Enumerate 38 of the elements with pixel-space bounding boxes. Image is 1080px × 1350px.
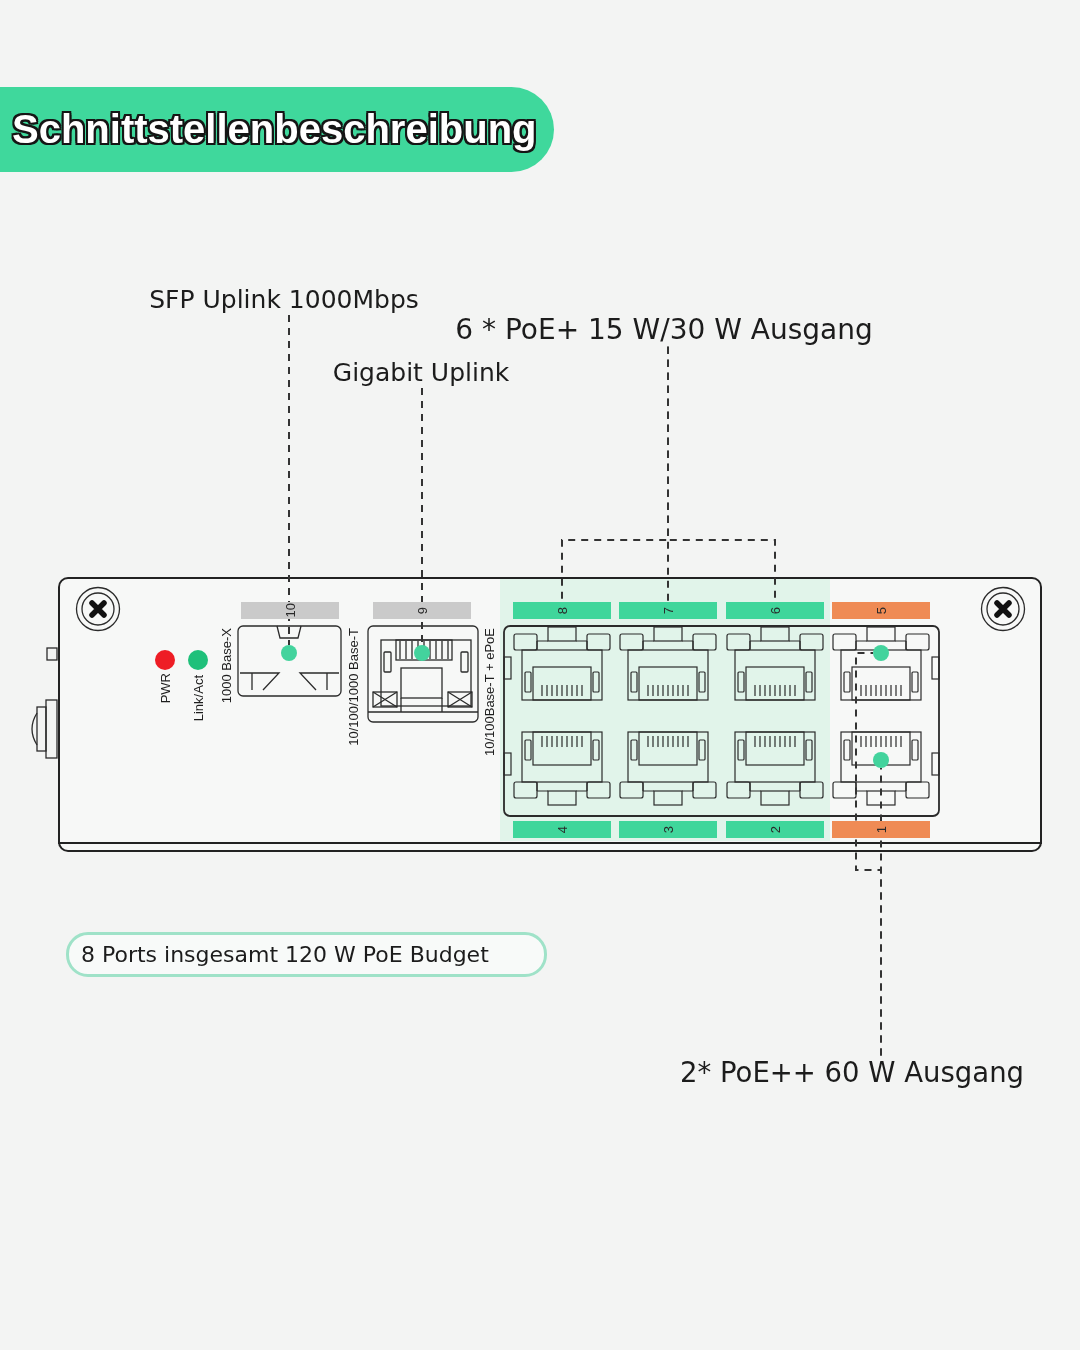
port-number: 2	[768, 825, 782, 834]
port-number: 1	[874, 825, 888, 834]
port-marker-dot	[873, 645, 889, 661]
port-number-tag	[513, 821, 611, 838]
port-number-tag	[619, 821, 717, 838]
port-number-tag	[832, 821, 930, 838]
port-type-label: 1000 Base-X	[219, 628, 233, 704]
port-number-tag	[373, 602, 471, 619]
port-number: 5	[874, 606, 888, 615]
callout-label: 2* PoE++ 60 W Ausgang	[680, 1055, 1024, 1089]
port-number-tag	[726, 602, 824, 619]
port-type-label: 10/100Base-T + ePoE	[482, 628, 496, 757]
budget-note: 8 Ports insgesamt 120 W PoE Budget	[66, 932, 547, 977]
port-number-tag	[241, 602, 339, 619]
led-label: PWR	[158, 673, 172, 704]
port-number-tag	[832, 602, 930, 619]
port-number: 10	[283, 603, 297, 618]
led-label: Link/Act	[191, 675, 205, 722]
port-number: 4	[555, 825, 569, 834]
port-marker-dot	[281, 645, 297, 661]
callout-label: SFP Uplink 1000Mbps	[149, 285, 419, 315]
port-marker-dot	[414, 645, 430, 661]
callout-label: 6 * PoE+ 15 W/30 W Ausgang	[455, 313, 873, 347]
port-number-tag	[619, 602, 717, 619]
port-number: 6	[768, 606, 782, 615]
leader-line	[880, 767, 882, 1057]
callout-label: Gigabit Uplink	[332, 358, 510, 388]
port-number: 8	[555, 606, 569, 615]
page-title: Schnittstellenbeschreibung	[0, 87, 554, 172]
leader-line	[288, 314, 290, 646]
port-number-tag	[513, 602, 611, 619]
network-switch-front-panel	[58, 577, 1042, 852]
port-number: 7	[661, 606, 675, 615]
port-number-tag	[726, 821, 824, 838]
port-marker-dot	[873, 752, 889, 768]
port-number: 9	[415, 606, 429, 615]
port-number: 3	[661, 825, 675, 834]
port-type-label: 10/100/1000 Base-T	[346, 628, 360, 746]
